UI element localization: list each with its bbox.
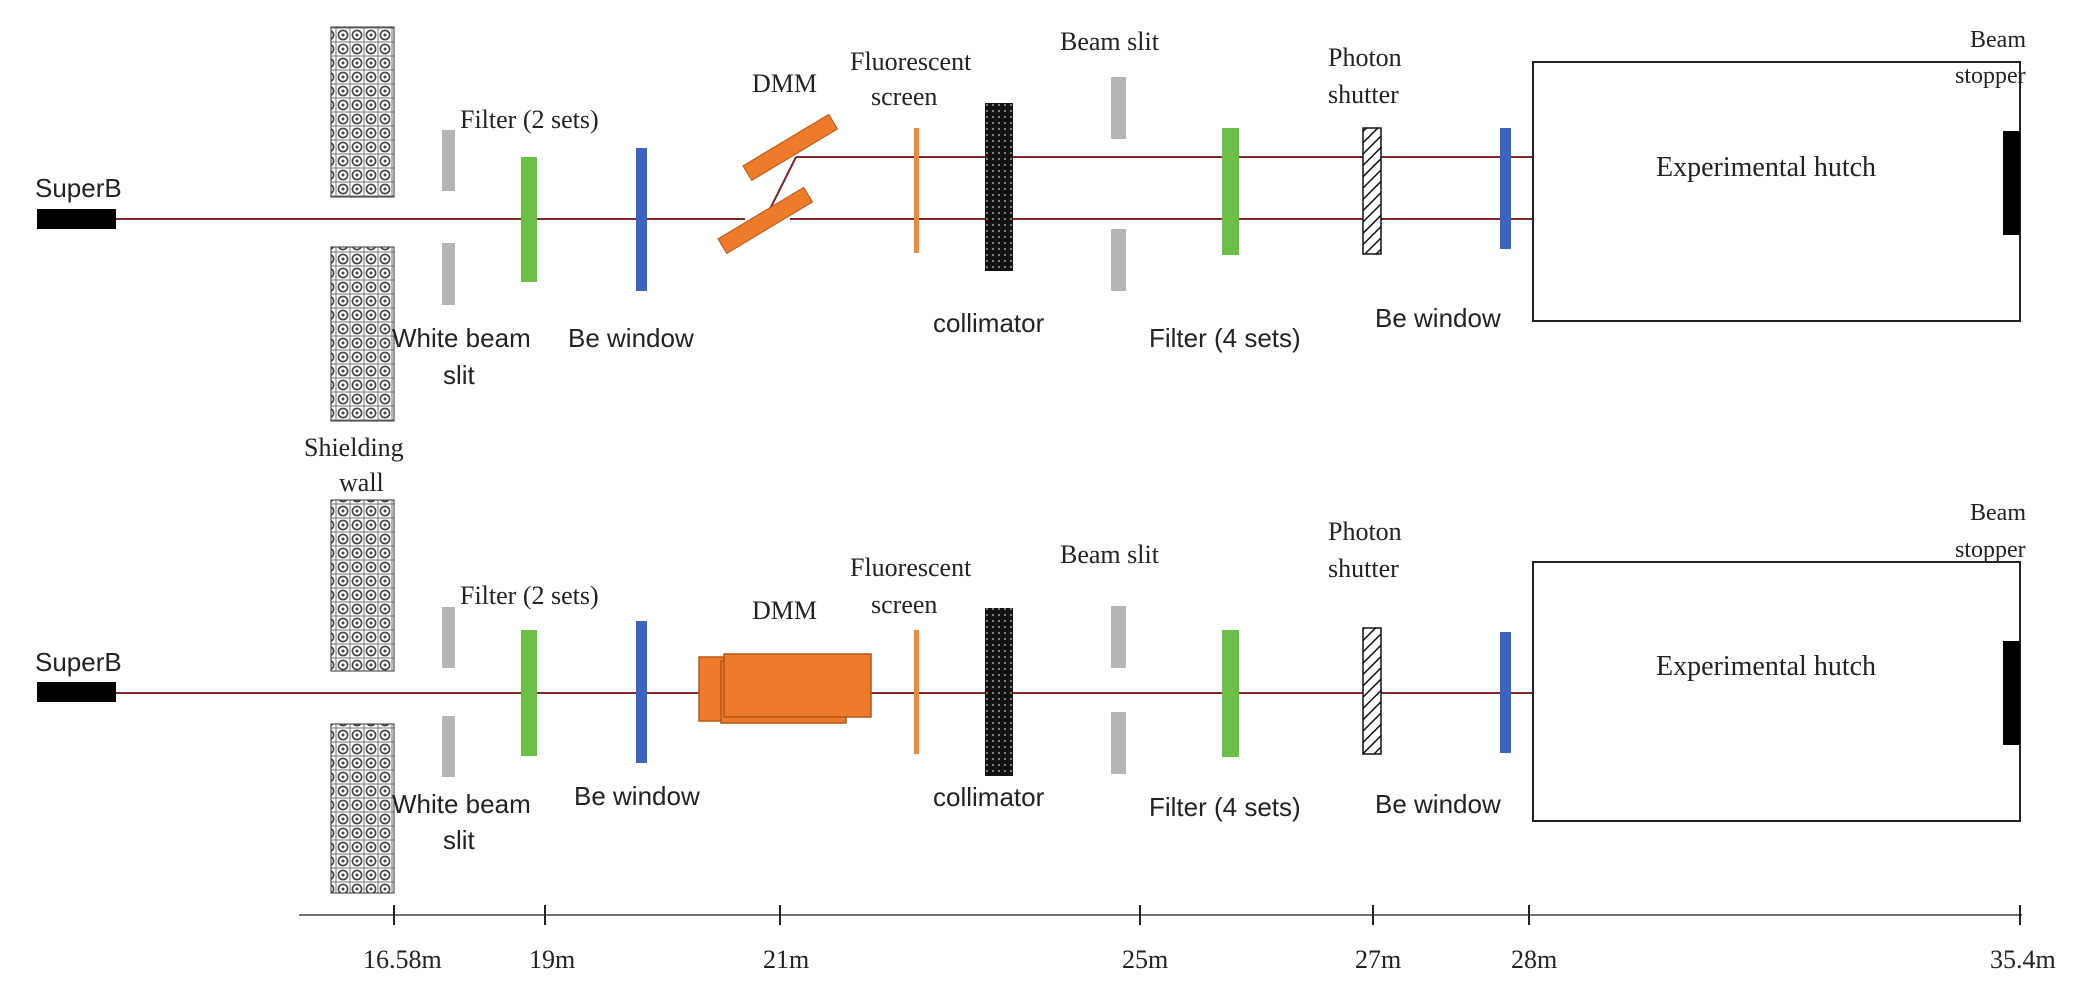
top-stopper-label-2: stopper	[1955, 63, 2026, 89]
top-beam-slit-lower	[1111, 229, 1126, 291]
bottom-collimator	[985, 608, 1013, 776]
top-hutch-label: Experimental hutch	[1656, 152, 1876, 183]
top-filter-2-label: Filter (2 sets)	[460, 105, 599, 134]
top-dmm-label: DMM	[752, 69, 817, 98]
shielding-wall-label: Shielding	[304, 433, 404, 462]
distance-axis: 16.58m 19m 21m 25m 27m 28m 35.4m	[299, 905, 2056, 974]
top-superb-label: SuperB	[35, 173, 122, 203]
bottom-filter-2-label: Filter (2 sets)	[460, 581, 599, 610]
top-be-window-1-label: Be window	[568, 323, 694, 353]
axis-tick-label: 25m	[1122, 945, 1168, 974]
bottom-stopper-label-2: stopper	[1955, 537, 2026, 563]
top-white-beam-slit-upper	[442, 130, 455, 191]
shielding-wall-label-2: wall	[339, 468, 384, 497]
axis-tick-label: 27m	[1355, 945, 1401, 974]
bottom-be-window-1	[636, 621, 647, 763]
top-shielding-wall-lower	[330, 246, 395, 422]
top-experimental-hutch	[1532, 61, 2021, 322]
top-screen-label-2: screen	[871, 82, 937, 111]
top-shutter-label: Photon	[1328, 43, 1402, 72]
bottom-superb-label: SuperB	[35, 647, 122, 677]
bottom-experimental-hutch	[1532, 561, 2021, 822]
top-shielding-wall-upper	[330, 26, 395, 198]
bottom-beam-slit-lower	[1111, 712, 1126, 774]
top-be-window-2	[1500, 128, 1511, 249]
top-dmm-crystal-lower	[717, 186, 814, 255]
top-stopper-label: Beam	[1970, 27, 2026, 53]
bottom-shutter-label-2: shutter	[1328, 554, 1399, 583]
bottom-screen-label-2: screen	[871, 590, 937, 619]
bottom-dmm-body	[723, 653, 872, 718]
top-photon-shutter	[1362, 127, 1382, 255]
bottom-shielding-wall-upper	[330, 499, 395, 672]
bottom-beam-slit-upper	[1111, 606, 1126, 668]
bottom-filter-2sets	[521, 630, 537, 756]
bottom-filter-4sets	[1222, 630, 1239, 757]
top-beam-stopper	[2003, 131, 2020, 235]
axis-tick-label: 28m	[1511, 945, 1557, 974]
bottom-stopper-label: Beam	[1970, 500, 2026, 526]
axis-tick-label: 16.58m	[363, 945, 442, 974]
bottom-fluorescent-screen	[914, 630, 919, 754]
bottom-white-beam-slit-lower	[442, 716, 455, 777]
top-collimator	[985, 103, 1013, 271]
top-filter-4sets	[1222, 128, 1239, 255]
top-be-window-1	[636, 148, 647, 291]
bottom-collimator-label: collimator	[933, 782, 1045, 812]
bottom-beamline: SuperB White beam slit Filter (2 sets) B…	[35, 499, 2026, 894]
bottom-shutter-label: Photon	[1328, 517, 1402, 546]
top-superb-source	[37, 209, 116, 229]
bottom-white-beam-slit-upper	[442, 607, 455, 668]
bottom-beam-slit-label: Beam slit	[1060, 540, 1160, 569]
top-screen-label: Fluorescent	[850, 47, 972, 76]
bottom-beam-stopper	[2003, 641, 2020, 745]
top-collimator-label: collimator	[933, 308, 1045, 338]
top-fluorescent-screen	[914, 128, 919, 253]
top-beam-slit-upper	[1111, 77, 1126, 139]
top-beamline: SuperB White beam slit Filter (2 sets) B…	[35, 26, 2026, 422]
bottom-hutch-label: Experimental hutch	[1656, 651, 1876, 682]
bottom-be-window-2-label: Be window	[1375, 789, 1501, 819]
top-filter-4-label: Filter (4 sets)	[1149, 323, 1301, 353]
bottom-shielding-wall-lower	[330, 723, 395, 894]
top-filter-2sets	[521, 157, 537, 282]
top-dmm-crystal-upper	[742, 113, 839, 182]
top-shutter-label-2: shutter	[1328, 80, 1399, 109]
bottom-be-window-1-label: Be window	[574, 781, 700, 811]
top-beam-slit-label: Beam slit	[1060, 27, 1160, 56]
axis-tick-label: 19m	[529, 945, 575, 974]
top-white-slit-label: White beam	[392, 323, 531, 353]
top-be-window-2-label: Be window	[1375, 303, 1501, 333]
bottom-white-slit-label-2: slit	[443, 825, 476, 855]
bottom-photon-shutter	[1362, 627, 1382, 755]
bottom-superb-source	[37, 682, 116, 702]
top-white-beam-slit-lower	[442, 243, 455, 305]
axis-tick-label: 21m	[763, 945, 809, 974]
bottom-screen-label: Fluorescent	[850, 553, 972, 582]
bottom-dmm	[698, 653, 872, 724]
bottom-be-window-2	[1500, 632, 1511, 753]
bottom-filter-4-label: Filter (4 sets)	[1149, 792, 1301, 822]
top-white-slit-label-2: slit	[443, 360, 476, 390]
axis-tick-label: 35.4m	[1990, 945, 2056, 974]
top-dmm	[717, 113, 839, 255]
bottom-white-slit-label: White beam	[392, 789, 531, 819]
bottom-dmm-label: DMM	[752, 596, 817, 625]
